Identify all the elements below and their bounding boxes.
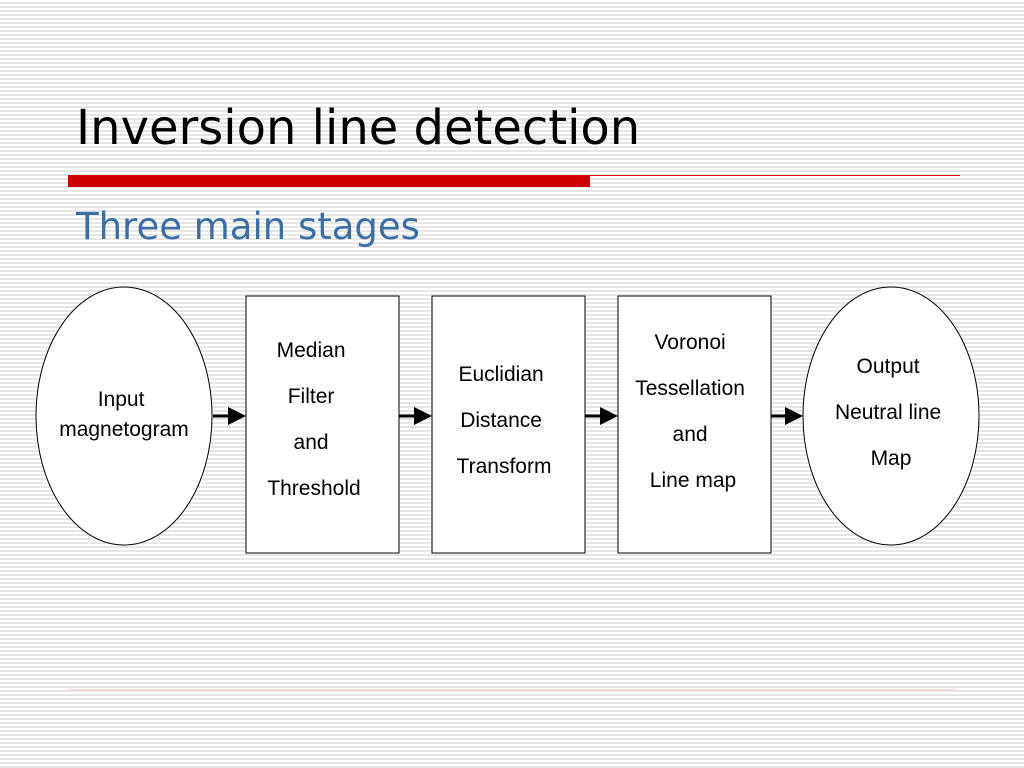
node-output-label: Output Neutral line Map	[835, 355, 947, 470]
node-median-filter-line: Filter	[288, 385, 335, 408]
node-distance-transform-line: Transform	[457, 455, 552, 478]
slide-subtitle: Three main stages	[76, 205, 420, 248]
node-input: Input magnetogram	[35, 286, 213, 546]
node-voronoi-line: Line map	[650, 469, 736, 492]
node-median-filter-shape	[245, 295, 400, 554]
slide-title: Inversion line detection	[76, 100, 641, 156]
node-voronoi-line: Voronoi	[654, 331, 725, 354]
node-distance-transform-line: Euclidian	[458, 363, 543, 386]
footer-rule	[68, 689, 956, 691]
node-median-filter-label: Median Filter and Threshold	[267, 339, 360, 500]
title-underline-thin	[590, 175, 960, 176]
node-input-shape	[35, 286, 213, 546]
node-median-filter-line: Median	[277, 339, 346, 362]
node-input-line: Input	[98, 388, 145, 411]
node-output: Output Neutral line Map	[802, 286, 980, 546]
node-output-line: Output	[857, 355, 920, 378]
node-distance-transform: Euclidian Distance Transform	[431, 295, 586, 554]
node-voronoi-label: Voronoi Tessellation and Line map	[635, 331, 751, 492]
node-voronoi-shape	[617, 295, 772, 554]
node-output-line: Neutral line	[835, 401, 941, 424]
node-output-line: Map	[871, 447, 912, 470]
node-input-line: magnetogram	[59, 418, 189, 441]
node-distance-transform-label: Euclidian Distance Transform	[457, 363, 552, 478]
node-voronoi: Voronoi Tessellation and Line map	[617, 295, 772, 554]
node-median-filter-line: and	[294, 431, 329, 454]
node-output-shape	[802, 286, 980, 546]
node-median-filter-line: Threshold	[267, 477, 360, 500]
node-median-filter: Median Filter and Threshold	[245, 295, 400, 554]
node-distance-transform-shape	[431, 295, 586, 554]
title-underline-thick	[68, 175, 590, 187]
node-distance-transform-line: Distance	[460, 409, 542, 432]
node-input-label: Input magnetogram	[59, 388, 189, 441]
node-voronoi-line: Tessellation	[635, 377, 745, 400]
node-voronoi-line: and	[673, 423, 708, 446]
